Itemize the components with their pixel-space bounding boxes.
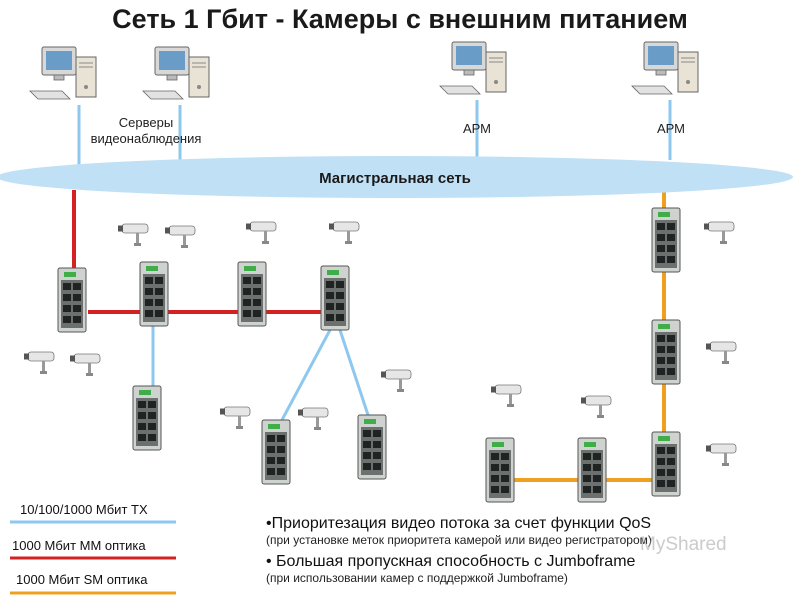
camera-icon xyxy=(245,221,277,245)
camera-icon xyxy=(23,351,55,375)
bullet-jumboframe-note: (при использовании камер с поддержкой Ju… xyxy=(266,571,568,585)
camera-icon xyxy=(580,395,612,419)
camera-icon xyxy=(297,407,329,431)
switch-icon xyxy=(57,267,87,333)
watermark: MyShared xyxy=(640,534,727,555)
legend-label-sm: 1000 Мбит SM оптика xyxy=(16,572,148,587)
switch-icon xyxy=(261,419,291,485)
camera-icon xyxy=(164,225,196,249)
switch-icon xyxy=(651,431,681,497)
servers-label: Серверы видеонаблюдения xyxy=(90,115,202,146)
workstation-label-1: АРМ xyxy=(462,121,492,136)
workstation-label-2: АРМ xyxy=(656,121,686,136)
bullet-qos-note: (при установке меток приоритета камерой … xyxy=(266,533,652,547)
camera-icon xyxy=(69,353,101,377)
legend-label-tx: 10/100/1000 Мбит TX xyxy=(20,502,148,517)
camera-icon xyxy=(705,341,737,365)
switch-icon xyxy=(320,265,350,331)
tx-cable xyxy=(280,329,332,421)
backbone-network xyxy=(0,156,793,198)
bullet-jumboframe: • Большая пропускная способность с Jumbo… xyxy=(266,553,636,570)
switch-icon xyxy=(132,385,162,451)
switch-icon xyxy=(139,261,169,327)
workstation-computer-icon xyxy=(631,41,699,95)
tx-cable xyxy=(338,329,370,416)
legend-label-mm: 1000 Мбит MM оптика xyxy=(12,538,146,553)
camera-icon xyxy=(328,221,360,245)
switch-icon xyxy=(485,437,515,503)
server-computer-icon xyxy=(29,46,97,100)
switch-icon xyxy=(651,207,681,273)
switch-icon xyxy=(651,319,681,385)
camera-icon xyxy=(490,384,522,408)
backbone-label: Магистральная сеть xyxy=(319,170,471,187)
page-title: Сеть 1 Гбит - Камеры с внешним питанием xyxy=(112,4,688,34)
camera-icon xyxy=(380,369,412,393)
camera-icon xyxy=(219,406,251,430)
switch-icon xyxy=(577,437,607,503)
server-computer-icon xyxy=(142,46,210,100)
camera-icon xyxy=(117,223,149,247)
workstation-computer-icon xyxy=(439,41,507,95)
camera-icon xyxy=(705,443,737,467)
bullet-qos: •Приоритезация видео потока за счет функ… xyxy=(266,515,652,532)
camera-icon xyxy=(703,221,735,245)
switch-icon xyxy=(357,414,387,480)
feature-bullets: •Приоритезация видео потока за счет функ… xyxy=(266,514,786,586)
switch-icon xyxy=(237,261,267,327)
